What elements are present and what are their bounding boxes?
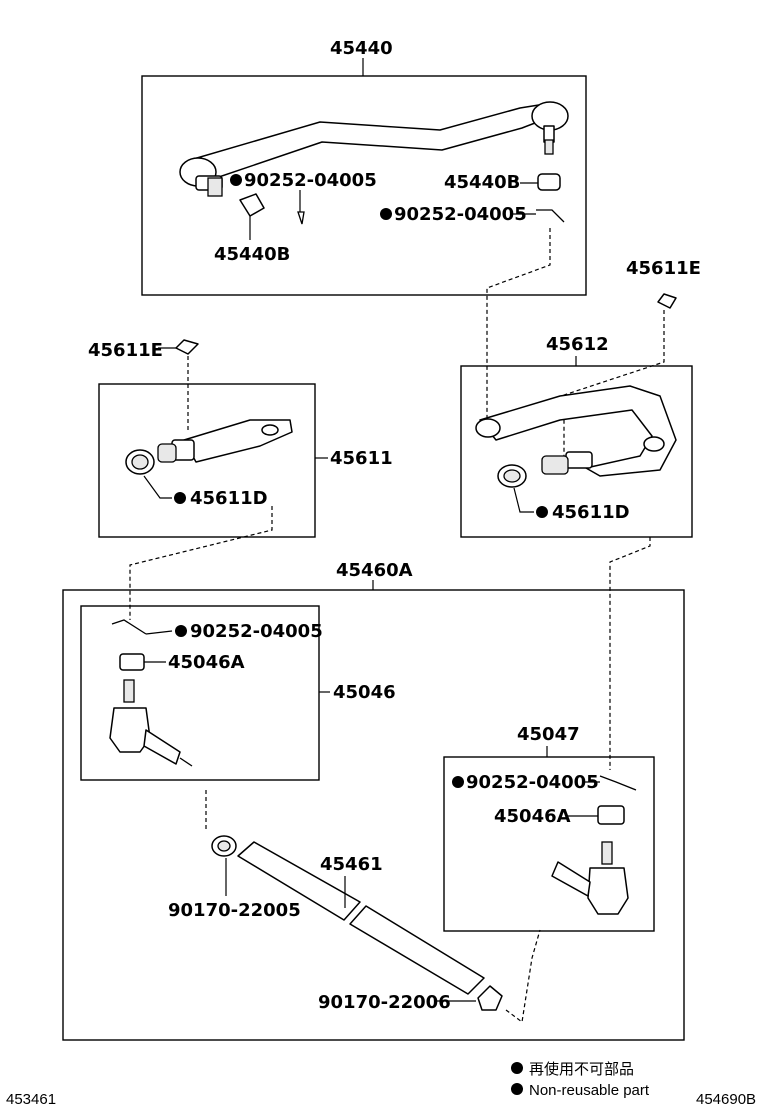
tie-rod-assy-box [62,589,685,1041]
legend-text-en: Non-reusable part [529,1082,650,1099]
tie-rod-end-right-part [551,841,629,915]
label-nut-right: 90170-22006 [318,992,451,1013]
leader-dust-seal-left [143,475,172,499]
cotter-pin-2-icon [536,209,565,223]
label-cotter-pin-2: 90252-04005 [394,204,527,225]
label-castle-nut-left: 45046A [168,652,245,673]
pitman-arm-part [475,385,677,477]
label-tie-rod-tube: 45461 [320,854,383,875]
dashed-link-drag-to-pitman [486,228,551,420]
dust-cover-right-icon [537,173,561,191]
label-tie-rod-end-right: 45047 [517,724,580,745]
leader-cotter-pin-3 [145,630,173,635]
legend-marker-en [511,1083,523,1095]
label-castle-nut-right: 45046A [494,806,571,827]
label-tie-rod-assy: 45460A [336,560,413,581]
nut-left-icon [211,835,237,857]
castle-nut-left-icon [119,653,145,671]
drag-link-rod [179,101,569,197]
label-cotter-pin-3: 90252-04005 [190,621,323,642]
idler-arm-part [157,419,293,463]
dashed-link-idler-to-tie-rod [129,506,273,620]
idler-arm-box [98,383,316,538]
non-reusable-marker-4 [174,492,186,504]
non-reusable-marker-2 [380,208,392,220]
label-dust-seal-left: 45611D [190,488,268,509]
cotter-pin-1-icon [297,211,305,225]
pitman-arm-box [460,365,693,538]
footer-left-code: 453461 [6,1091,56,1108]
tie-rod-end-left-box [80,605,320,781]
label-tie-rod-end-left: 45046 [333,682,396,703]
dust-seal-left-icon [125,449,155,475]
legend-marker-jp [511,1062,523,1074]
dashed-link-grease-cap-right [563,310,665,456]
footer-right-code: 454690B [696,1091,756,1108]
label-cotter-pin-1: 90252-04005 [244,170,377,191]
dashed-link-right-end-to-nut [505,929,541,1024]
non-reusable-marker-6 [452,776,464,788]
cotter-pin-3-icon [111,619,147,635]
non-reusable-marker-1 [230,174,242,186]
legend-text-jp: 再使用不可部品 [529,1061,634,1078]
label-cotter-pin-4: 90252-04005 [466,772,599,793]
label-dust-cover-left: 45440B [214,244,290,265]
label-nut-left: 90170-22005 [168,900,301,921]
dust-seal-right-icon [497,464,527,488]
tie-rod-tube-part [237,841,485,995]
label-grease-cap-right: 45611E [626,258,701,279]
label-pitman-arm: 45612 [546,334,609,355]
leader-dust-seal-right [513,487,534,513]
tie-rod-end-left-part [109,679,193,767]
dashed-link-pitman-to-tie-rod [609,537,651,770]
label-drag-link: 45440 [330,38,393,59]
dust-cover-left-icon [239,193,265,217]
drag-link-box [141,75,587,296]
cotter-pin-4-icon [599,775,637,791]
non-reusable-marker-5 [175,625,187,637]
castle-nut-right-icon [597,805,625,825]
grease-cap-right-icon [657,293,677,309]
label-dust-cover-right: 45440B [444,172,520,193]
label-idler-arm: 45611 [330,448,393,469]
tie-rod-end-right-box [443,756,655,932]
label-dust-seal-right: 45611D [552,502,630,523]
non-reusable-marker-3 [536,506,548,518]
nut-right-icon [477,985,503,1011]
label-grease-cap-left: 45611E [88,340,163,361]
grease-cap-left-icon [175,339,199,355]
